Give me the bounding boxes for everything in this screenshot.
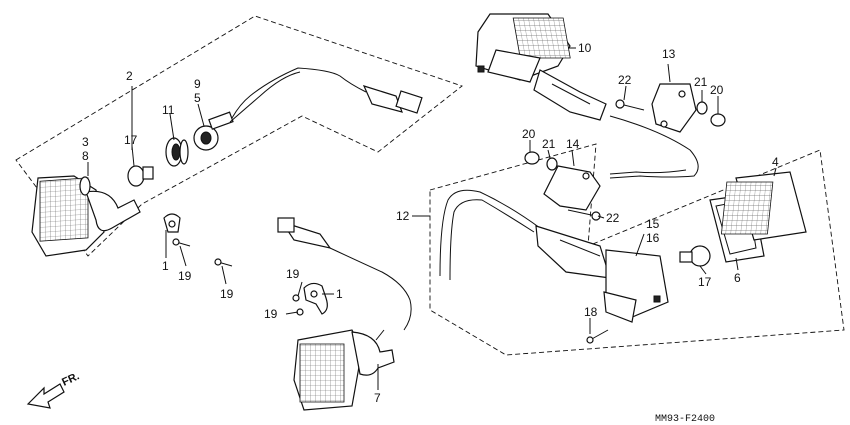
screw-19b <box>214 258 233 267</box>
diagram-code: MM93-F2400 <box>655 414 715 425</box>
part-label-3: 3 <box>82 135 89 149</box>
front-direction-arrow <box>26 383 65 409</box>
screw-19a <box>172 238 191 247</box>
screw-18 <box>586 329 609 344</box>
part-label-10: 10 <box>578 41 592 55</box>
nut-20b <box>524 151 540 165</box>
connector-front-right <box>277 217 332 249</box>
connector-front-left <box>362 85 423 114</box>
rear-lens-4 <box>720 171 807 241</box>
part-label-2: 2 <box>126 69 133 83</box>
part-label-17: 17 <box>124 133 138 147</box>
part-label-17: 17 <box>698 275 712 289</box>
front-left-winker <box>31 175 141 257</box>
front-left-group-outline <box>15 15 463 257</box>
part-label-4: 4 <box>772 155 779 169</box>
screws-19cd <box>292 294 304 316</box>
part-label-1: 1 <box>162 259 169 273</box>
part-labels: 2 3 8 17 11 9 5 1 19 19 19 1 19 7 10 13 … <box>82 41 779 405</box>
part-label-20: 20 <box>710 83 724 97</box>
part-label-1: 1 <box>336 287 343 301</box>
clamp-front-right <box>303 282 328 315</box>
socket-front <box>193 111 234 151</box>
part-label-5: 5 <box>194 91 201 105</box>
part-label-8: 8 <box>82 149 89 163</box>
clamp-front-left <box>163 213 181 233</box>
nut-20a <box>710 113 726 127</box>
part-label-12: 12 <box>396 209 410 223</box>
wire-rear-left <box>609 115 699 179</box>
bracket-14 <box>543 165 601 211</box>
part-label-22: 22 <box>618 73 632 87</box>
part-label-14: 14 <box>566 137 580 151</box>
bolt-22a <box>615 99 645 111</box>
part-label-9: 9 <box>194 77 201 91</box>
bulb-rear <box>679 245 711 267</box>
part-label-16: 16 <box>646 231 660 245</box>
part-label-20: 20 <box>522 127 536 141</box>
rear-group-outline <box>429 143 845 356</box>
front-direction-label: FR. <box>60 370 81 388</box>
wire-front-left-2 <box>229 71 301 123</box>
wire-rear-left-2 <box>609 169 687 175</box>
part-label-15: 15 <box>646 217 660 231</box>
part-label-18: 18 <box>584 305 598 319</box>
rear-right-stay <box>535 225 611 279</box>
bulb-front-left <box>127 165 154 187</box>
rear-left-winker <box>475 13 571 83</box>
part-label-21: 21 <box>542 137 556 151</box>
wire-rear-right <box>439 189 541 277</box>
part-label-6: 6 <box>734 271 741 285</box>
part-label-19: 19 <box>220 287 234 301</box>
socket-gasket <box>165 137 189 167</box>
rear-right-winker <box>603 249 669 323</box>
part-label-19: 19 <box>286 267 300 281</box>
bolt-22b <box>567 209 601 221</box>
part-label-7: 7 <box>374 391 381 405</box>
washer-21a <box>696 101 708 115</box>
front-right-winker <box>293 329 395 411</box>
wire-rear-right-2 <box>449 199 535 281</box>
washer-21b <box>546 157 558 171</box>
part-label-21: 21 <box>694 75 708 89</box>
wire-front-left <box>231 67 367 119</box>
wire-front-right <box>329 247 412 331</box>
leader-lines <box>87 47 777 390</box>
part-label-11: 11 <box>162 103 175 117</box>
part-label-22: 22 <box>606 211 620 225</box>
rear-left-stay <box>533 69 607 121</box>
part-label-19: 19 <box>264 307 278 321</box>
bracket-13 <box>651 83 697 133</box>
part-label-13: 13 <box>662 47 676 61</box>
part-label-19: 19 <box>178 269 192 283</box>
